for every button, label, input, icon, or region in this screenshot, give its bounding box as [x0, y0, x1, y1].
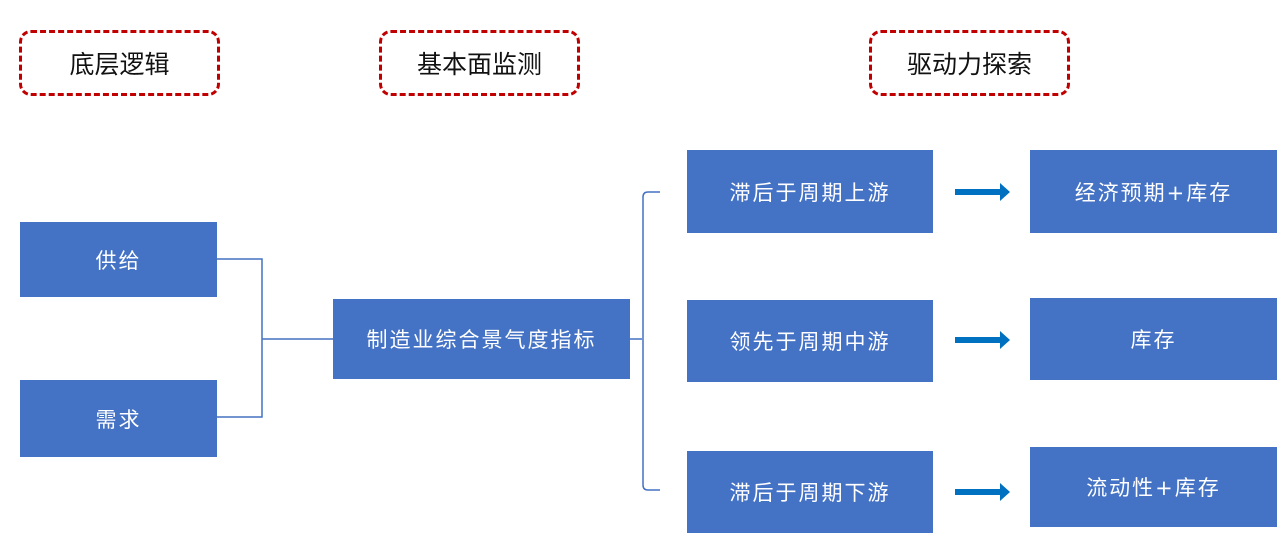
box-driver-upstream: 经济预期+库存 — [1030, 150, 1277, 233]
arrow-icon — [955, 483, 1010, 501]
header-monitor: 基本面监测 — [379, 30, 580, 96]
arrow-icon — [955, 183, 1010, 201]
box-stage-midstream: 领先于周期中游 — [687, 300, 933, 382]
box-driver-midstream: 库存 — [1030, 298, 1277, 380]
arrow-icon — [955, 331, 1010, 349]
box-demand: 需求 — [20, 380, 217, 457]
connector-supply — [217, 258, 263, 418]
header-driver: 驱动力探索 — [869, 30, 1070, 96]
box-driver-downstream: 流动性+库存 — [1030, 447, 1277, 527]
box-supply: 供给 — [20, 222, 217, 297]
box-indicator: 制造业综合景气度指标 — [333, 299, 630, 379]
box-stage-upstream: 滞后于周期上游 — [687, 150, 933, 233]
header-logic: 底层逻辑 — [19, 30, 220, 96]
bracket-stages — [630, 191, 660, 491]
box-stage-downstream: 滞后于周期下游 — [687, 451, 933, 533]
